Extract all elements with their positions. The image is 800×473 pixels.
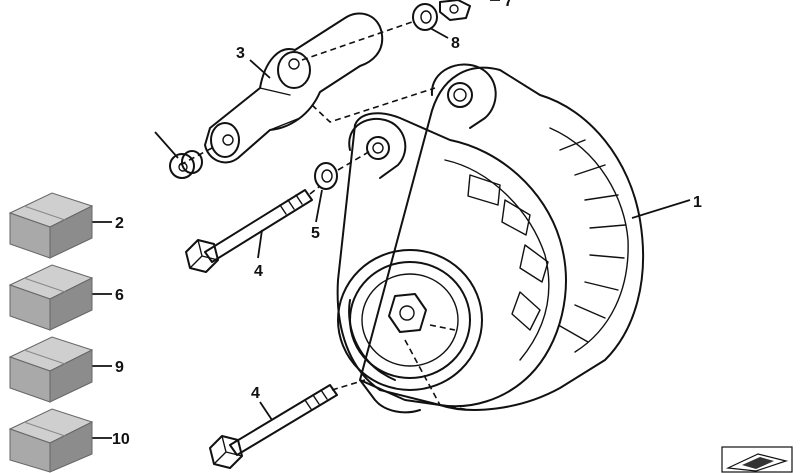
callout-6: 6 — [115, 287, 124, 304]
callout-7: 7 — [504, 0, 513, 10]
washer-8[interactable] — [412, 3, 438, 31]
bolt-upper[interactable] — [185, 189, 313, 273]
nut-7[interactable] — [439, 0, 471, 21]
callout-9: 9 — [115, 359, 124, 376]
callout-4-upper: 4 — [254, 263, 263, 280]
callout-4-lower: 4 — [251, 385, 260, 402]
washer-5[interactable] — [314, 162, 338, 190]
bolt-lower[interactable] — [209, 384, 338, 469]
bushing-left[interactable] — [169, 150, 203, 179]
callout-3: 3 — [236, 45, 245, 62]
callout-8: 8 — [451, 35, 460, 52]
callout-5: 5 — [311, 225, 320, 242]
leader-lines — [92, 0, 691, 439]
box-item-2[interactable] — [8, 192, 94, 259]
box-item-10[interactable] — [8, 408, 94, 473]
alternator[interactable] — [336, 63, 645, 414]
box-item-9[interactable] — [8, 336, 94, 403]
diagram-nav-icon[interactable] — [721, 446, 793, 473]
callout-1: 1 — [693, 194, 702, 211]
box-item-6[interactable] — [8, 264, 94, 331]
bracket[interactable] — [204, 12, 384, 164]
assembly-lines — [177, 21, 436, 391]
callout-2: 2 — [115, 215, 124, 232]
callout-10: 10 — [112, 431, 130, 448]
